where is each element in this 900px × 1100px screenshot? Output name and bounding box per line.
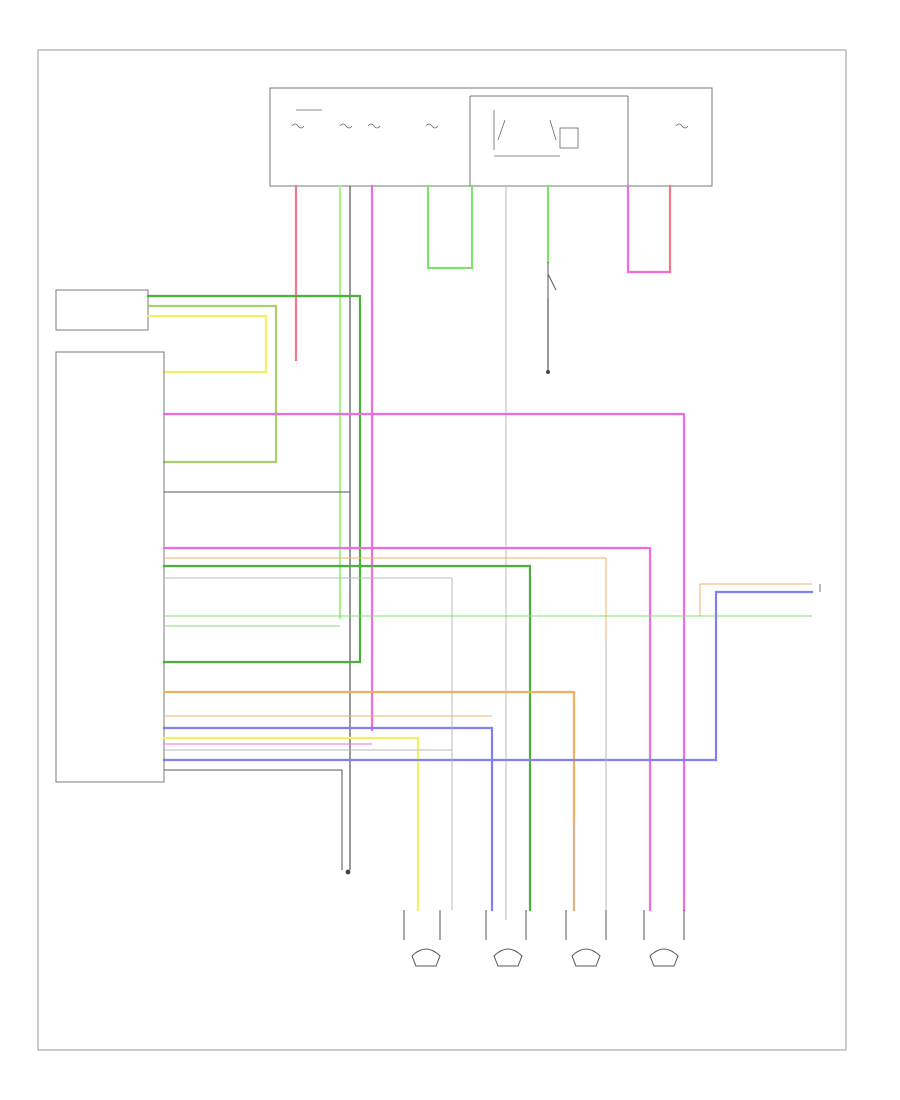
diagram-frame — [37, 49, 847, 1051]
ground-symbol — [546, 370, 550, 374]
wheel-speed-sensor — [403, 910, 441, 967]
brake-switch — [547, 262, 557, 372]
top-wires — [294, 184, 672, 920]
fuse-relay-box — [269, 87, 713, 187]
sensor-wires-lower — [451, 578, 607, 910]
fuse-symbol — [291, 123, 689, 129]
sensor-box — [55, 289, 149, 331]
abs-module — [55, 351, 165, 783]
wheel-speed-sensor — [565, 910, 607, 967]
ground-symbol — [345, 869, 351, 875]
sensor-box-wires — [146, 294, 362, 664]
wheel-speed-sensor — [485, 910, 527, 967]
relay-symbol — [296, 109, 579, 157]
wheel-speed-sensor — [643, 910, 685, 967]
